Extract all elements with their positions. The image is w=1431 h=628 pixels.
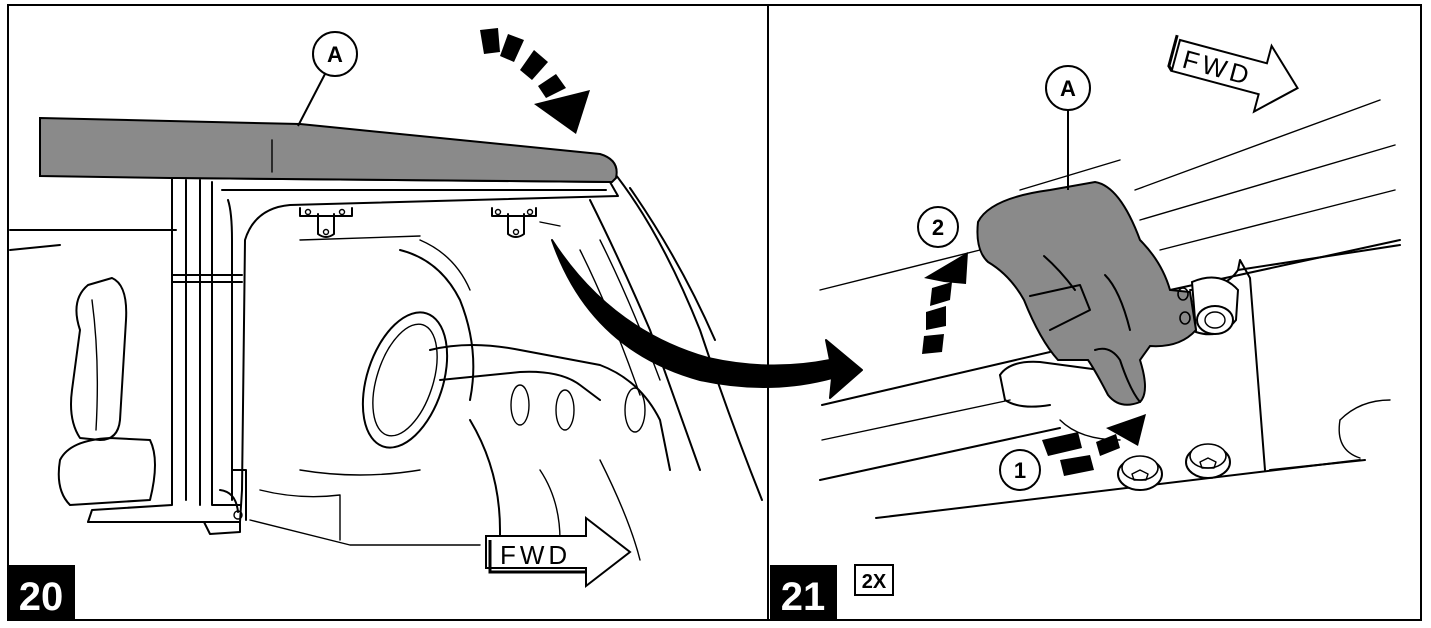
quantity-label: 2X — [862, 571, 887, 593]
rotation-arrow-20 — [480, 28, 590, 134]
callout-2-label: 2 — [932, 215, 944, 240]
seat-illustration — [57, 277, 156, 506]
callout-1-label: 1 — [1014, 458, 1026, 483]
rotate-arrow-1 — [1042, 414, 1146, 476]
panel-20-frame — [7, 4, 769, 621]
quantity-box — [854, 564, 894, 596]
callout-a-leader-20 — [297, 73, 326, 127]
panel-21: A 2 1 FWD 21 2X — [767, 4, 1422, 621]
panel-20: A FWD 20 — [7, 4, 863, 621]
torx-fastener-1 — [1117, 455, 1163, 491]
locator-post — [1190, 276, 1240, 336]
dashboard-illustration — [249, 311, 671, 561]
soft-top-panel — [39, 116, 618, 184]
transfer-arrow — [551, 239, 863, 399]
fwd-arrow-20: FWD — [485, 515, 632, 589]
callout-a-label-21: A — [1060, 76, 1076, 101]
lift-arrow-2 — [922, 252, 968, 354]
callout-2-circle — [917, 206, 959, 248]
step-number-box-21 — [770, 565, 837, 620]
fwd-label-20: FWD — [500, 540, 571, 570]
torx-fastener-2 — [1185, 443, 1231, 479]
step-number-20: 20 — [19, 575, 64, 619]
callout-a-circle-21 — [1045, 65, 1091, 111]
step-number-21: 21 — [781, 575, 826, 619]
step-number-box-20 — [8, 565, 75, 620]
callout-a-label-20: A — [327, 42, 343, 67]
callout-1-circle — [999, 449, 1041, 491]
latch-part — [976, 180, 1198, 406]
door-frame — [87, 177, 619, 535]
fwd-arrow-21: FWD — [1167, 34, 1299, 114]
cab-outline — [9, 169, 763, 501]
callout-a-circle-20 — [312, 31, 358, 77]
panel-21-frame — [767, 4, 1422, 621]
